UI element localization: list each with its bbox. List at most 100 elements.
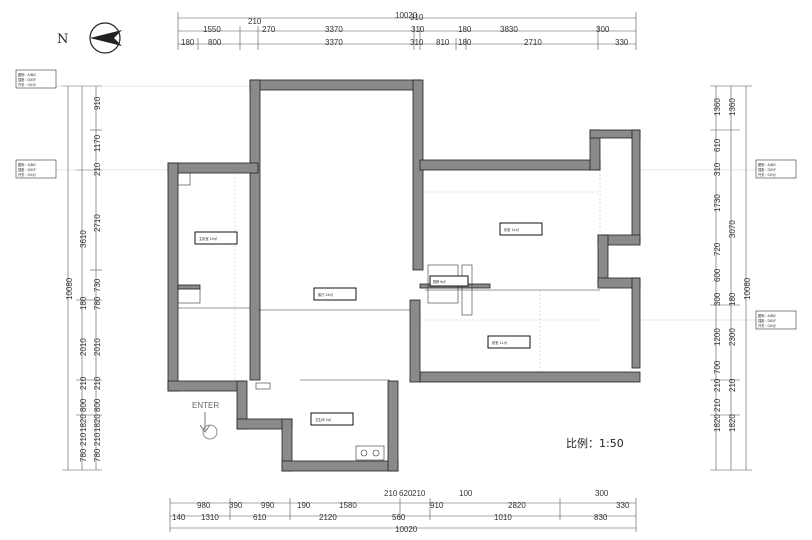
walls: [167, 79, 641, 472]
top-r2-4: 810: [436, 38, 450, 47]
right-i-1: 610: [713, 138, 722, 152]
left-i-10: 210: [93, 432, 102, 446]
bot-r1-7: 210: [412, 489, 426, 498]
right-o-0: 1360: [728, 98, 737, 116]
right-i-0: 1360: [713, 98, 722, 116]
right-i-4: 720: [713, 242, 722, 256]
right-o-1: 3070: [728, 220, 737, 238]
right-i-2: 310: [713, 162, 722, 176]
top-r1-0: 1550: [203, 25, 221, 34]
bot-r1-5: 210: [384, 489, 398, 498]
left-dimension-text: 10080 3610 180 2010 210 800 1820 210 780…: [65, 96, 102, 462]
bottom-total-dim: 10020: [395, 525, 418, 534]
bot-r2-2: 610: [253, 513, 267, 522]
top-extra-dim-2: 310: [410, 13, 424, 22]
top-r2-3: 310: [410, 38, 424, 47]
footprint-icon: [202, 424, 218, 440]
room-tag: 主卧室 10㎡: [194, 231, 238, 245]
legend-row: 开关：G/H/J: [758, 323, 776, 328]
left-i-4: 730: [93, 278, 102, 292]
right-i-10: 210: [713, 398, 722, 412]
right-i-8: 210: [713, 378, 722, 392]
room-tag: 卧室 11㎡: [487, 335, 531, 349]
bot-r1-0: 980: [197, 501, 211, 510]
bot-r1-10: 300: [595, 489, 609, 498]
bot-r2-3: 2120: [319, 513, 337, 522]
legend-row: 插座：D/E/F: [758, 318, 776, 323]
right-dimensions: [710, 85, 752, 471]
bot-r1-1: 390: [229, 501, 243, 510]
top-r2-7: 330: [615, 38, 629, 47]
top-r2-6: 2710: [524, 38, 542, 47]
scale-label: 比例：1:50: [566, 436, 624, 450]
top-r2-5: 180: [458, 38, 472, 47]
right-i-3: 1730: [713, 194, 722, 212]
left-o-4: 800: [79, 398, 88, 412]
left-total-dim: 10080: [65, 277, 74, 300]
top-r1-1: 270: [262, 25, 276, 34]
legend-row: 开关：G/H/J: [18, 82, 36, 87]
north-arrow: N: [57, 22, 122, 54]
right-i-9: 700: [713, 360, 722, 374]
legend-row: 图例：A/B/C: [758, 313, 777, 318]
top-r2-0: 180: [181, 38, 195, 47]
bot-r1-2: 990: [261, 501, 275, 510]
bot-r2-8: 330: [616, 501, 630, 510]
top-r1-3: 310: [411, 25, 425, 34]
left-i-7: 210: [93, 376, 102, 390]
legend-box-left-top: 图例：A/B/C 插座：D/E/F 开关：G/H/J: [15, 69, 57, 89]
room-tag: 厨房 6㎡: [429, 275, 469, 287]
left-o-2: 2010: [79, 338, 88, 356]
right-i-11: 1820: [713, 414, 722, 432]
bot-r1-6: 620: [399, 489, 413, 498]
legend-row: 图例：A/B/C: [18, 162, 37, 167]
right-i-5: 600: [713, 268, 722, 282]
left-o-7: 780: [79, 448, 88, 462]
top-r2-2: 3370: [325, 38, 343, 47]
top-total-dim: 10020: [395, 11, 418, 20]
legend-box-right-mid: 图例：A/B/C 插座：D/E/F 开关：G/H/J: [755, 310, 797, 330]
room-tag-label: 卧室 11㎡: [492, 340, 507, 345]
left-o-3: 210: [79, 376, 88, 390]
room-tag: 客厅 24㎡: [313, 287, 357, 301]
right-o-4: 210: [728, 378, 737, 392]
bot-r1-9: 2820: [508, 501, 526, 510]
legend-row: 图例：A/B/C: [758, 162, 777, 167]
right-total-dim: 10080: [743, 277, 752, 300]
top-dimensions: [177, 12, 637, 50]
left-i-0: 910: [93, 96, 102, 110]
right-i-6: 300: [713, 292, 722, 306]
right-i-7: 1200: [713, 328, 722, 346]
top-r1-5: 3830: [500, 25, 518, 34]
bottom-dimension-text: 980 390 990 190 1580 210 620 210 100 282…: [172, 489, 630, 534]
bot-r1-8: 100: [459, 489, 473, 498]
enter-label: ENTER: [192, 401, 219, 410]
room-tag-label: 厨房 6㎡: [433, 279, 446, 284]
bot-r2-7: 830: [594, 513, 608, 522]
right-o-3: 2300: [728, 328, 737, 346]
left-o-5: 1820: [79, 414, 88, 432]
legend-box-right-top: 图例：A/B/C 插座：D/E/F 开关：G/H/J: [755, 159, 797, 179]
legend-box-left-mid: 图例：A/B/C 插座：D/E/F 开关：G/H/J: [15, 159, 57, 179]
north-label: N: [57, 32, 68, 47]
left-o-1: 180: [79, 296, 88, 310]
left-i-1: 1170: [93, 134, 102, 152]
left-o-0: 3610: [79, 230, 88, 248]
top-dimension-text: 10020 210 310 1550 270 3370 310 180 3830…: [181, 11, 629, 47]
bot-r2-5: 910: [430, 501, 444, 510]
top-extra-dim-1: 210: [248, 17, 262, 26]
legend-row: 开关：G/H/J: [18, 172, 36, 177]
entrance: ENTER: [192, 401, 219, 440]
room-tag-label: 主卧室 10㎡: [199, 236, 218, 241]
legend-row: 开关：G/H/J: [758, 172, 776, 177]
compass-needle-icon: [90, 30, 122, 46]
left-i-5: 780: [93, 296, 102, 310]
top-r1-6: 300: [596, 25, 610, 34]
left-i-2: 210: [93, 162, 102, 176]
legend-row: 插座：D/E/F: [18, 167, 36, 172]
room-tag: 卫生间 5㎡: [310, 412, 354, 426]
left-i-6: 2010: [93, 338, 102, 356]
legend-row: 插座：D/E/F: [758, 167, 776, 172]
top-r1-2: 3370: [325, 25, 343, 34]
left-i-11: 780: [93, 448, 102, 462]
